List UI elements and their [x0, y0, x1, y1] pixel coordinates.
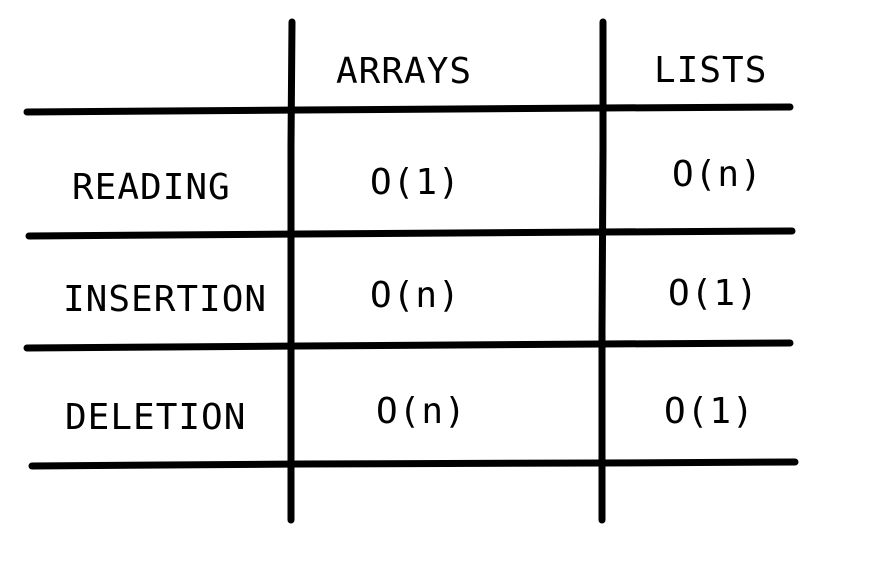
- horizontal-line-row-3: [28, 458, 799, 470]
- horizontal-line-row-1: [25, 227, 796, 240]
- insertion-lists-value: O(1): [668, 273, 759, 314]
- vertical-line-left: [287, 18, 296, 524]
- row-label-insertion: INSERTION: [63, 279, 268, 320]
- horizontal-line-row-2: [23, 339, 794, 352]
- reading-arrays-value: O(1): [370, 162, 461, 203]
- reading-lists-value: O(n): [672, 154, 763, 195]
- deletion-arrays-value: O(n): [376, 391, 467, 432]
- column-header-lists: LISTS: [654, 50, 768, 91]
- row-label-reading: READING: [72, 167, 231, 208]
- horizontal-line-header: [23, 103, 794, 116]
- vertical-line-right: [598, 18, 607, 524]
- insertion-arrays-value: O(n): [370, 275, 461, 316]
- column-header-arrays: ARRAYS: [336, 51, 473, 92]
- row-label-deletion: DELETION: [65, 397, 247, 438]
- deletion-lists-value: O(1): [664, 391, 755, 432]
